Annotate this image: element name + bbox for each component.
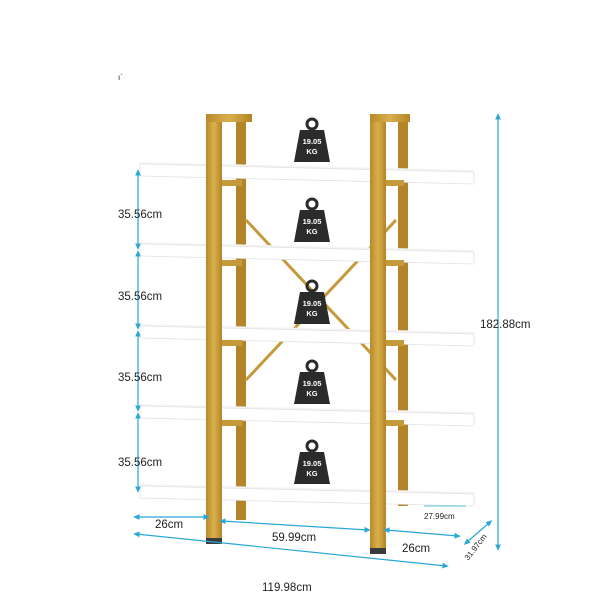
depth-top-label: 27.99cm <box>424 512 455 521</box>
total-width-arrow <box>133 531 449 569</box>
shelf-board <box>139 242 475 265</box>
shelf-board <box>139 324 475 347</box>
depth-label: 31.97cm <box>463 532 489 562</box>
spacing-label-1: 35.56cm <box>118 209 162 221</box>
right-overhang-arrow <box>383 527 461 539</box>
left-overhang-label: 26cm <box>155 519 183 531</box>
weight-unit: KG <box>306 389 317 398</box>
weight-value: 19.05 <box>303 299 322 308</box>
faint-mark: ı` <box>118 73 123 82</box>
shelf-board <box>139 404 475 427</box>
shelf-board <box>139 162 475 185</box>
weight-value: 19.05 <box>303 459 322 468</box>
right-overhang-label: 26cm <box>402 543 430 555</box>
total-width-label: 119.98cm <box>262 582 312 594</box>
depth-arrow <box>463 520 493 545</box>
weight-value: 19.05 <box>303 217 322 226</box>
middle-span-label: 59.99cm <box>272 532 316 544</box>
weight-unit: KG <box>306 309 317 318</box>
weight-value: 19.05 <box>303 137 322 146</box>
dimension-lines <box>133 113 501 569</box>
weight-unit: KG <box>306 147 317 156</box>
weight-unit: KG <box>306 469 317 478</box>
middle-span-arrow <box>219 518 371 533</box>
weight-value: 19.05 <box>303 379 322 388</box>
spacing-label-4: 35.56cm <box>118 457 162 469</box>
front-frame <box>206 114 410 554</box>
shelf-board <box>139 484 475 507</box>
spacing-label-2: 35.56cm <box>118 291 162 303</box>
weight-unit: KG <box>306 227 317 236</box>
spacing-label-3: 35.56cm <box>118 372 162 384</box>
total-height-label: 182.88cm <box>480 319 531 331</box>
